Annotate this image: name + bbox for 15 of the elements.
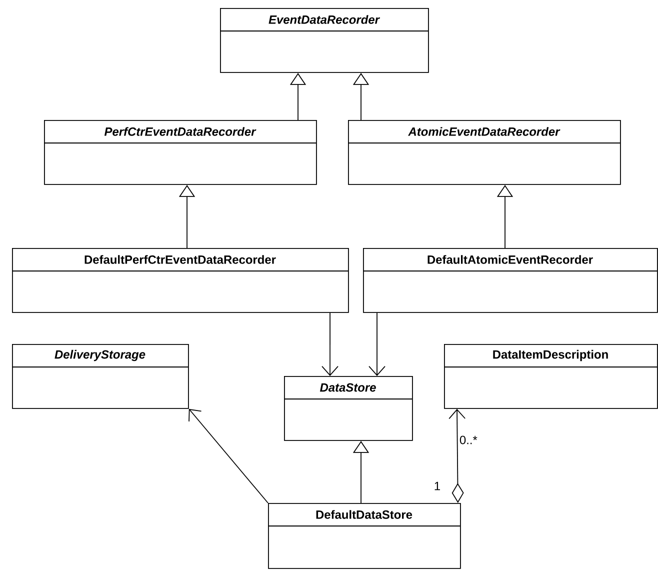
class-box: DefaultAtomicEventRecorder	[362, 248, 658, 313]
class-box: DefaultDataStore	[268, 503, 461, 569]
class-box: DefaultPerfCtrEventDataRecorder	[12, 248, 349, 313]
class-box: DataItemDescription	[444, 344, 658, 409]
class-box: AtomicEventDataRecorder	[348, 120, 621, 185]
class-box: EventDataRecorder	[220, 8, 429, 73]
association-arrow	[322, 312, 338, 376]
class-box: PerfCtrEventDataRecorder	[44, 120, 317, 185]
multiplicity-label: 0..*	[460, 436, 478, 444]
association-arrow	[368, 312, 386, 376]
class-box: DeliveryStorage	[12, 344, 189, 409]
class-box: DataStore	[284, 376, 413, 441]
aggregation-arrow	[448, 408, 466, 503]
association-arrow	[188, 408, 268, 504]
multiplicity-label: 1	[434, 482, 440, 490]
